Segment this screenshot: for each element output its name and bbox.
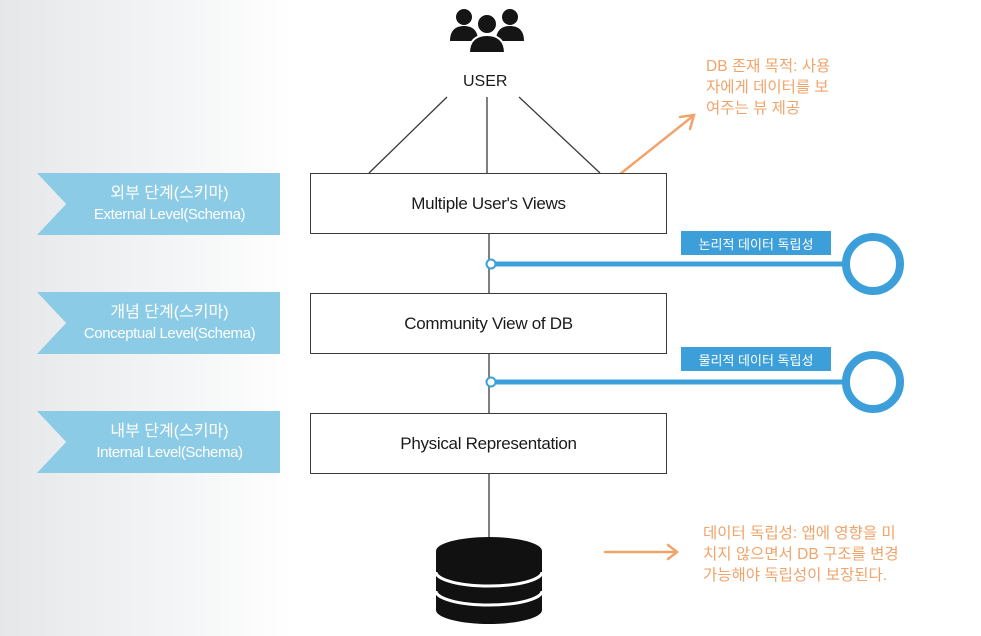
external-level-label: 외부 단계(스키마) External Level(Schema) (37, 173, 280, 235)
users-icon (450, 9, 524, 54)
internal-view-box: Physical Representation (310, 413, 667, 474)
conceptual-view-box: Community View of DB (310, 293, 667, 354)
db-purpose-line-2: 자에게 데이터를 보 (706, 79, 829, 96)
external-view-box: Multiple User's Views (310, 173, 667, 234)
internal-level-en: Internal Level(Schema) (96, 444, 243, 461)
user-connector-lines (368, 96, 601, 174)
data-independence-line-3: 가능해야 독립성이 보장된다. (703, 567, 888, 584)
db-purpose-note: DB 존재 목적: 사용 자에게 데이터를 보 여주는 뷰 제공 (706, 56, 830, 119)
external-level-en: External Level(Schema) (93, 206, 246, 223)
conceptual-level-label: 개념 단계(스키마) Conceptual Level(Schema) (37, 292, 280, 354)
db-purpose-line-3: 여주는 뷰 제공 (706, 100, 801, 117)
data-independence-line-2: 치지 않으면서 DB 구조를 변경 (703, 546, 899, 563)
database-icon (434, 537, 544, 624)
independence-arrow (603, 543, 680, 561)
db-purpose-line-1: DB 존재 목적: 사용 (706, 58, 831, 75)
data-independence-note: 데이터 독립성: 앱에 영향을 미 치지 않으면서 DB 구조를 변경 가능해야… (703, 523, 899, 586)
internal-level-label: 내부 단계(스키마) Internal Level(Schema) (37, 411, 280, 473)
physical-independence-tag: 물리적 데이터 독립성 (681, 347, 831, 371)
logical-independence-connector (485, 233, 904, 295)
conceptual-level-ko: 개념 단계(스키마) (110, 304, 229, 321)
physical-independence-connector (485, 351, 904, 413)
logical-independence-tag: 논리적 데이터 독립성 (681, 231, 831, 255)
internal-level-ko: 내부 단계(스키마) (110, 423, 229, 440)
data-independence-line-1: 데이터 독립성: 앱에 영향을 미 (703, 525, 896, 542)
external-level-ko: 외부 단계(스키마) (110, 185, 229, 202)
user-label: USER (463, 73, 508, 90)
conceptual-level-en: Conceptual Level(Schema) (83, 325, 256, 342)
